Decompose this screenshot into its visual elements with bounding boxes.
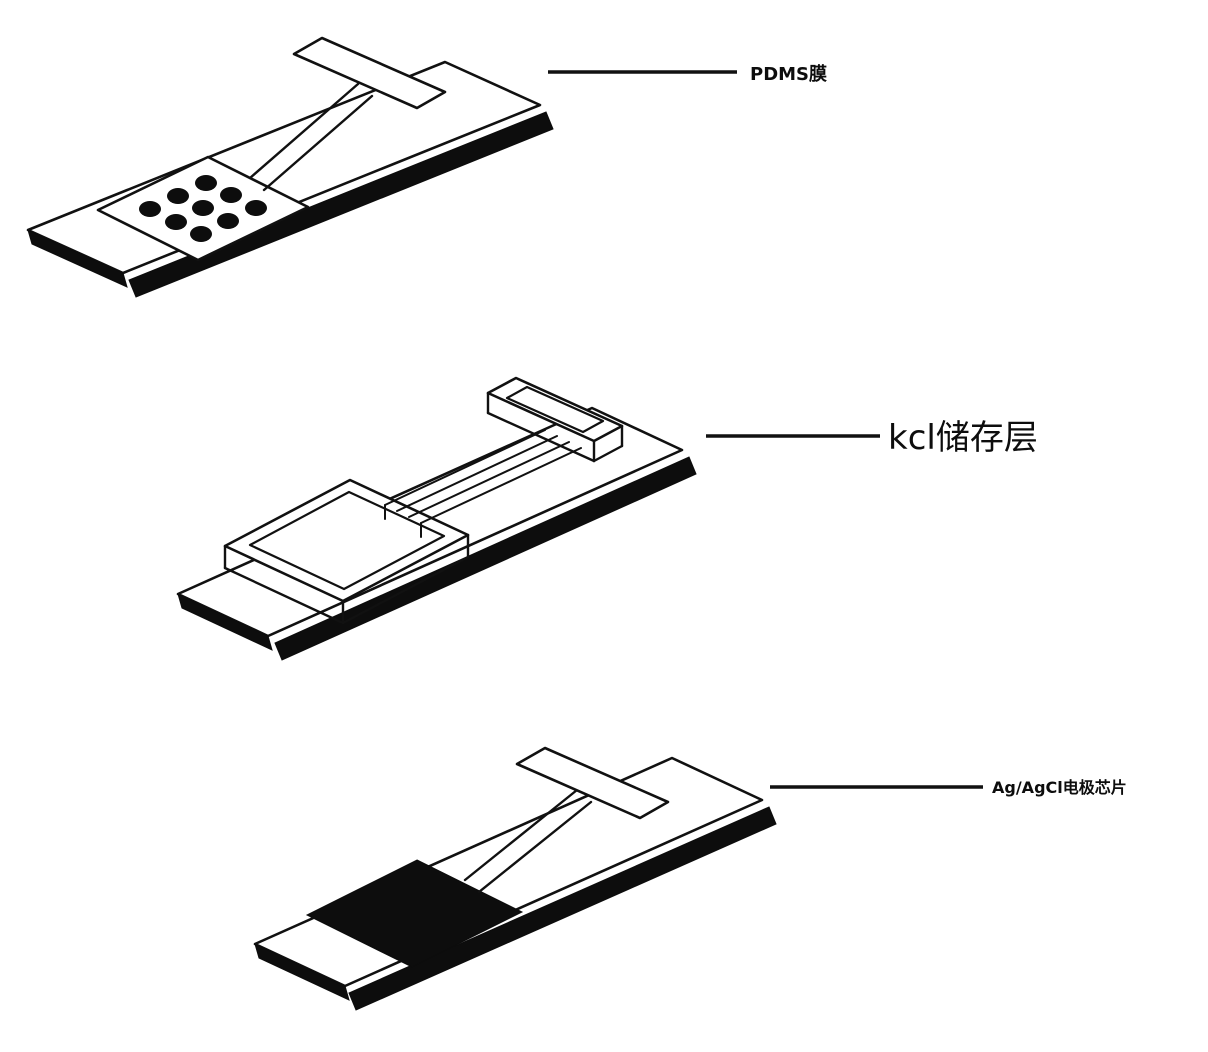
substrate-left-edge [254, 943, 350, 1001]
pdms-membrane-figure: PDMS膜 [26, 36, 827, 298]
channel-rail [408, 441, 570, 518]
channel-rail [420, 447, 582, 524]
kcl-storage-figure: kcl储存层 [176, 376, 1038, 661]
microchannel-line [477, 800, 593, 894]
layer-label-agagcl: Ag/AgCl电极芯片 [992, 778, 1127, 797]
electrode-pad-filled [305, 859, 524, 968]
pad-hole [190, 226, 212, 242]
microchannel-line [262, 94, 374, 192]
substrate-top-face [26, 60, 542, 275]
t-terminal [515, 746, 670, 820]
pad-hole [165, 214, 187, 230]
pad-hole [217, 213, 239, 229]
substrate-left-edge [27, 229, 128, 288]
t-trough-inner [505, 385, 605, 434]
substrate-left-edge [177, 593, 273, 651]
t-trough-edge [486, 411, 596, 463]
pad-hole [167, 188, 189, 204]
layer-label-pdms: PDMS膜 [750, 63, 827, 85]
pad-hole [139, 201, 161, 217]
substrate-edge-band [348, 806, 777, 1011]
pad-hole [195, 175, 217, 191]
channel-rail [396, 435, 558, 512]
microchannel-line [248, 82, 360, 180]
substrate-top-face [253, 756, 764, 988]
reservoir-edge [223, 566, 345, 625]
substrate-edge-band [274, 456, 697, 661]
pad-hole [245, 200, 267, 216]
t-trough-edge [592, 444, 624, 463]
pad-hole [192, 200, 214, 216]
channel-rail [384, 429, 546, 506]
reservoir-edge [341, 555, 470, 625]
pad-hole [220, 187, 242, 203]
t-terminal [292, 36, 447, 110]
agagcl-chip-figure: Ag/AgCl电极芯片 [253, 746, 1127, 1011]
reservoir-inner-rim [248, 490, 446, 591]
layer-label-kcl: kcl储存层 [888, 418, 1038, 458]
microchannel-line [463, 788, 579, 882]
